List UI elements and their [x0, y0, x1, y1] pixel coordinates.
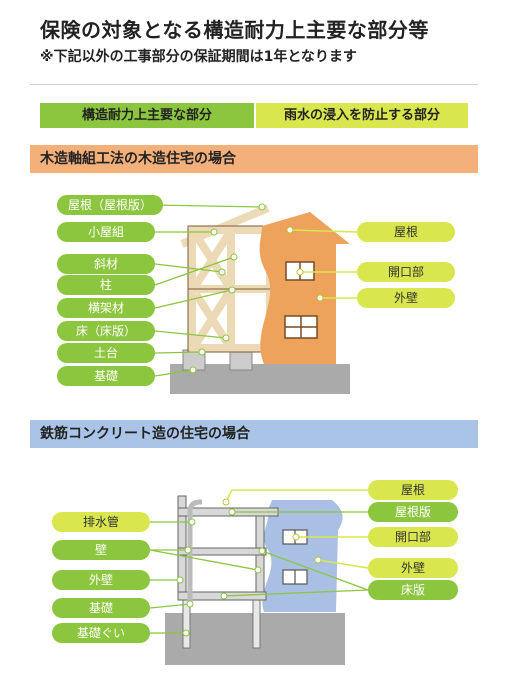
wood-rain-leader-lines	[289, 229, 358, 299]
wood-section-heading: 木造軸組工法の木造住宅の場合	[30, 145, 478, 173]
wood-house-illustration	[170, 204, 350, 394]
page-title: 保険の対象となる構造耐力上主要な部分等	[40, 18, 429, 42]
label-floor-board: 床（床版）	[57, 321, 155, 341]
label-rc-foundation: 基礎	[52, 598, 150, 618]
label-rc-outer-wall: 外壁	[368, 558, 458, 578]
label-exterior-wall: 外壁	[357, 288, 455, 308]
label-column: 柱	[57, 275, 155, 295]
label-rc-exterior-wall: 外壁	[52, 570, 150, 590]
rc-section-heading: 鉄筋コンクリート造の住宅の場合	[30, 420, 478, 448]
label-beam: 横架材	[57, 298, 155, 318]
label-roof-truss: 小屋組	[57, 222, 155, 242]
legend-structural: 構造耐力上主要な部分	[40, 103, 254, 128]
rc-house-illustration	[165, 495, 345, 665]
label-rc-roof: 屋根	[368, 480, 458, 500]
label-drain-pipe: 排水管	[52, 512, 150, 532]
label-rc-opening: 開口部	[368, 527, 458, 547]
legend-rain: 雨水の浸入を防止する部分	[256, 103, 468, 128]
label-roof-board: 屋根（屋根版）	[57, 195, 163, 215]
wood-leader-dots	[189, 203, 266, 374]
page-subtitle: ※下記以外の工事部分の保証期間は1年となります	[40, 49, 357, 65]
wood-leader-lines	[154, 204, 263, 377]
label-wall: 壁	[52, 540, 150, 560]
label-foundation-pile: 基礎ぐい	[52, 623, 150, 643]
label-brace: 斜材	[57, 254, 155, 274]
label-roof-slab: 屋根版	[368, 502, 458, 522]
divider	[30, 84, 478, 85]
label-opening: 開口部	[357, 262, 455, 282]
label-sill: 土台	[57, 343, 155, 363]
label-floor-slab: 床版	[368, 580, 458, 600]
rc-leader-lines	[149, 511, 369, 634]
rc-rain-leader-lines	[225, 489, 369, 569]
label-roof: 屋根	[357, 222, 455, 242]
label-foundation: 基礎	[57, 366, 155, 386]
